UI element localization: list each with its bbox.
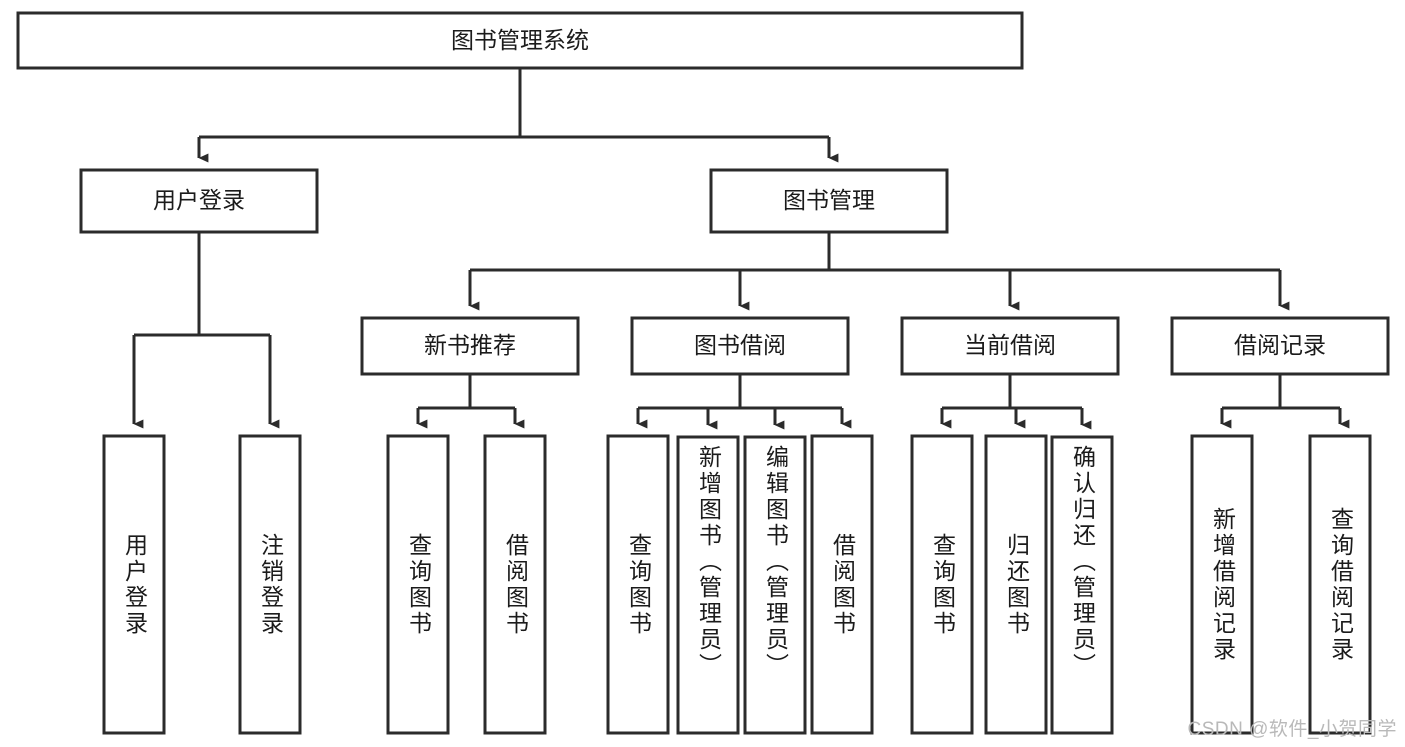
node-book-borrow[interactable]: 图书借阅 <box>630 316 850 376</box>
node-leaf-add-book-admin-box[interactable] <box>676 435 740 735</box>
connector-group-root <box>197 68 839 163</box>
node-book-manage-label: 图书管理 <box>783 187 875 213</box>
node-leaf-return-book-box[interactable] <box>984 434 1048 735</box>
node-user-login[interactable]: 用户登录 <box>79 168 319 234</box>
node-leaf-query-book-cur-box[interactable] <box>910 434 974 735</box>
node-root[interactable]: 图书管理系统 <box>16 11 1024 70</box>
node-leaf-borrow-book-box[interactable] <box>810 434 874 735</box>
node-leaf-query-book-borrow-box[interactable] <box>606 434 670 735</box>
node-book-manage[interactable]: 图书管理 <box>709 168 949 234</box>
node-book-borrow-label: 图书借阅 <box>694 332 786 358</box>
node-leaf-borrow-book-rec-box[interactable] <box>483 434 547 735</box>
node-leaf-user-login-box[interactable] <box>102 434 166 735</box>
node-book-borrow-box[interactable] <box>630 316 850 376</box>
node-leaf-add-borrow-record-box[interactable] <box>1190 434 1254 735</box>
csdn-watermark: CSDN @软件_小贺同学 <box>1187 719 1397 740</box>
node-new-book-recommend[interactable]: 新书推荐 <box>360 316 580 376</box>
node-borrow-record-box[interactable] <box>1170 316 1390 376</box>
node-new-book-recommend-box[interactable] <box>360 316 580 376</box>
leaf-boxes <box>102 434 1372 735</box>
node-leaf-query-borrow-record-box[interactable] <box>1308 434 1372 735</box>
node-current-borrow-label: 当前借阅 <box>964 332 1056 358</box>
node-borrow-record-label: 借阅记录 <box>1234 332 1326 358</box>
node-new-book-recommend-label: 新书推荐 <box>424 332 516 358</box>
node-user-login-label: 用户登录 <box>153 187 245 213</box>
connector-group-book-manage <box>468 232 1290 311</box>
connector-group-new-book-recommend <box>416 374 525 429</box>
connector-group-book-borrow <box>636 374 852 430</box>
node-leaf-confirm-return-admin-box[interactable] <box>1050 435 1114 735</box>
node-current-borrow[interactable]: 当前借阅 <box>900 316 1120 376</box>
node-leaf-user-logout-box[interactable] <box>238 434 302 735</box>
node-leaf-query-book-rec-box[interactable] <box>386 434 450 735</box>
node-current-borrow-box[interactable] <box>900 316 1120 376</box>
node-root-label: 图书管理系统 <box>451 27 589 53</box>
node-leaf-edit-book-admin-box[interactable] <box>743 435 807 735</box>
node-borrow-record[interactable]: 借阅记录 <box>1170 316 1390 376</box>
connector-group-user-login <box>132 232 280 429</box>
connector-group-borrow-record <box>1220 374 1350 429</box>
node-book-manage-box[interactable] <box>709 168 949 234</box>
node-root-box[interactable] <box>16 11 1024 70</box>
connector-group-current-borrow <box>940 374 1092 430</box>
node-user-login-box[interactable] <box>79 168 319 234</box>
